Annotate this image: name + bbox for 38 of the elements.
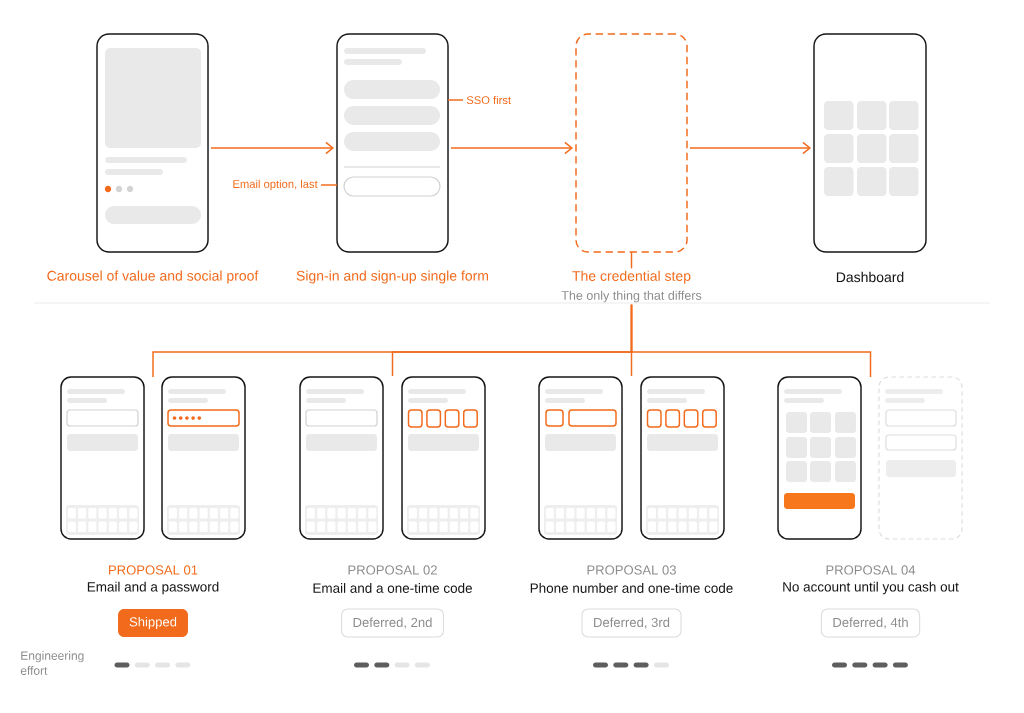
proposal-number: PROPOSAL 04 xyxy=(826,565,916,575)
flow-arrow xyxy=(450,141,573,155)
annotation-label: SSO first xyxy=(466,95,511,105)
phone-screen xyxy=(640,376,725,540)
phone-screen xyxy=(60,376,145,540)
proposal-title: Phone number and one-time code xyxy=(530,583,733,593)
flow-arrow xyxy=(210,141,334,155)
leader-line xyxy=(320,184,338,186)
bracket-line xyxy=(630,303,872,378)
phone-screen xyxy=(96,33,209,253)
status-badge: Deferred, 3rd xyxy=(581,608,682,638)
flow-arrow xyxy=(689,141,811,155)
phone-screen xyxy=(538,376,623,540)
row-label: Engineering effort xyxy=(20,651,84,675)
status-badge: Shipped xyxy=(118,609,188,637)
phone-screen xyxy=(299,376,384,540)
phone-screen xyxy=(401,376,486,540)
proposal-title: No account until you cash out xyxy=(783,581,959,595)
phone-screen xyxy=(813,33,927,253)
annotation-label: Email option, last xyxy=(233,179,318,191)
screen-caption: Carousel of value and social proof xyxy=(47,270,259,284)
dashed-screen-outline xyxy=(575,33,688,253)
status-badge: Deferred, 2nd xyxy=(341,608,444,638)
proposal-title: Email and a one-time code xyxy=(313,583,472,593)
status-badge: Deferred, 4th xyxy=(820,608,921,638)
proposal-number: PROPOSAL 01 xyxy=(109,565,198,575)
phone-screen xyxy=(161,376,246,540)
proposal-number: PROPOSAL 02 xyxy=(348,565,437,575)
faded-phone-screen xyxy=(878,376,963,540)
proposal-number: PROPOSAL 03 xyxy=(587,565,676,575)
phone-screen xyxy=(336,33,449,253)
screen-caption: Dashboard xyxy=(836,271,904,283)
connector-line xyxy=(630,251,633,270)
phone-screen xyxy=(777,376,862,540)
proposal-title: Email and a password xyxy=(87,581,219,595)
screen-caption: The credential step The only thing that differs xyxy=(561,270,702,303)
screen-caption: Sign-in and sign-up single form xyxy=(296,270,488,284)
leader-line xyxy=(447,99,464,101)
